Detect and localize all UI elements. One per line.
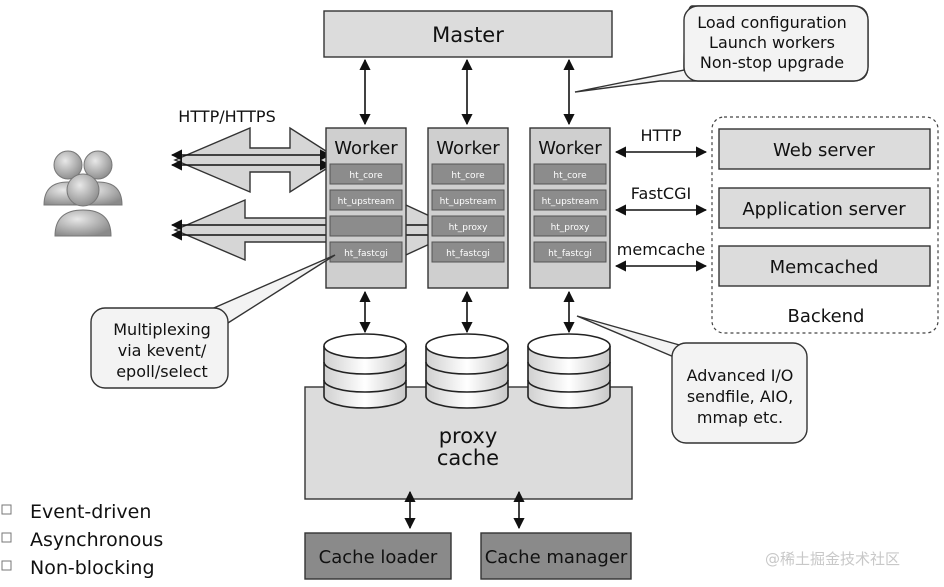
client-worker-2-fat-arrow	[173, 198, 462, 262]
advanced-io-callout-line-2: sendfile, AIO,	[687, 387, 793, 406]
worker-1-module-4	[329, 241, 403, 263]
worker-2-module-3	[431, 215, 505, 237]
worker-1-module-3	[329, 215, 403, 237]
worker-3-module-4-label: ht_fastcgi	[548, 249, 592, 259]
backend-group: Web server Application server Memcached …	[711, 116, 939, 334]
worker-2-module-1-label: ht_core	[451, 171, 485, 181]
proxy-cache-line-2: cache	[437, 446, 499, 470]
cache-disk-3	[527, 333, 611, 409]
proxy-cache-line-1: proxy	[439, 424, 498, 448]
feature-list: Event-driven Asynchronous Non-blocking	[1, 501, 163, 579]
backend-application-server	[718, 187, 931, 229]
users-icon	[43, 150, 123, 237]
worker-3-module-4	[533, 241, 607, 263]
worker-3-module-1-label: ht_core	[553, 171, 587, 181]
worker-1-module-1	[329, 163, 403, 185]
watermark: @稀土掘金技术社区	[765, 550, 900, 568]
worker-3-module-2-label: ht_upstream	[542, 197, 599, 207]
cache-manager-box: Cache manager	[480, 532, 632, 580]
backend-web-server	[718, 128, 931, 170]
cache-loader-box: Cache loader	[304, 532, 452, 580]
advanced-io-callout-line-1: Advanced I/O	[687, 366, 794, 385]
master-callout-line-2: Launch workers	[709, 33, 835, 52]
backend-web-server-label: Web server	[773, 140, 876, 161]
backend-memcached-label: Memcached	[770, 257, 879, 278]
multiplexing-callout-line-1: Multiplexing	[113, 320, 210, 339]
backend-application-server-label: Application server	[742, 199, 906, 220]
worker-1-module-4-label: ht_fastcgi	[344, 249, 388, 259]
worker-3-module-1	[533, 163, 607, 185]
cache-loader-label: Cache loader	[319, 547, 438, 568]
worker-2-module-1	[431, 163, 505, 185]
feature-bullet-2	[1, 532, 12, 543]
multiplexing-callout-line-2: via kevent/	[118, 341, 207, 360]
feature-bullet-1	[1, 504, 12, 515]
advanced-io-callout: Advanced I/O sendfile, AIO, mmap etc.	[576, 315, 808, 444]
worker-2-module-2-label: ht_upstream	[440, 197, 497, 207]
worker-2-title: Worker	[436, 138, 500, 159]
master-label: Master	[432, 23, 504, 47]
worker-3-title: Worker	[538, 138, 602, 159]
worker-2-module-4-label: ht_fastcgi	[446, 249, 490, 259]
client-protocol-label: HTTP/HTTPS	[178, 107, 275, 126]
worker-1: Worker ht_core ht_upstream ht_fastcgi	[325, 127, 407, 289]
cache-manager-label: Cache manager	[485, 547, 628, 568]
multiplexing-callout: Multiplexing via kevent/ epoll/select	[90, 254, 336, 389]
backend-label: Backend	[788, 306, 865, 327]
worker-1-module-2-label: ht_upstream	[338, 197, 395, 207]
cache-disk-1	[323, 333, 407, 409]
master-callout-line-1: Load configuration	[697, 13, 847, 32]
master-box: Master	[323, 10, 613, 58]
worker-2-module-2	[431, 189, 505, 211]
master-callout: Load configuration Launch workers Non-st…	[574, 5, 869, 93]
protocol-http-label: HTTP	[641, 126, 682, 145]
worker-1-module-1-label: ht_core	[349, 171, 383, 181]
feature-2: Asynchronous	[30, 529, 163, 551]
worker-2-module-3-label: ht_proxy	[449, 223, 489, 233]
worker-3-module-2	[533, 189, 607, 211]
feature-3: Non-blocking	[30, 557, 155, 579]
worker-3-module-3-label: ht_proxy	[551, 223, 591, 233]
worker-2-module-4	[431, 241, 505, 263]
feature-bullet-3	[1, 560, 12, 571]
worker-1-module-2	[329, 189, 403, 211]
protocol-fastcgi-label: FastCGI	[631, 184, 691, 203]
worker-1-title: Worker	[334, 138, 398, 159]
master-callout-line-3: Non-stop upgrade	[700, 53, 844, 72]
protocol-memcache-label: memcache	[617, 240, 705, 259]
worker-2: Worker ht_core ht_upstream ht_proxy ht_f…	[427, 127, 509, 289]
feature-1: Event-driven	[30, 501, 151, 523]
advanced-io-callout-line-3: mmap etc.	[697, 408, 783, 427]
worker-3-module-3	[533, 215, 607, 237]
worker-3: Worker ht_core ht_upstream ht_proxy ht_f…	[529, 127, 611, 289]
multiplexing-callout-line-3: epoll/select	[116, 362, 208, 381]
backend-memcached	[718, 245, 931, 287]
cache-disk-2	[425, 333, 509, 409]
client-worker-1-fat-arrow	[173, 126, 342, 194]
